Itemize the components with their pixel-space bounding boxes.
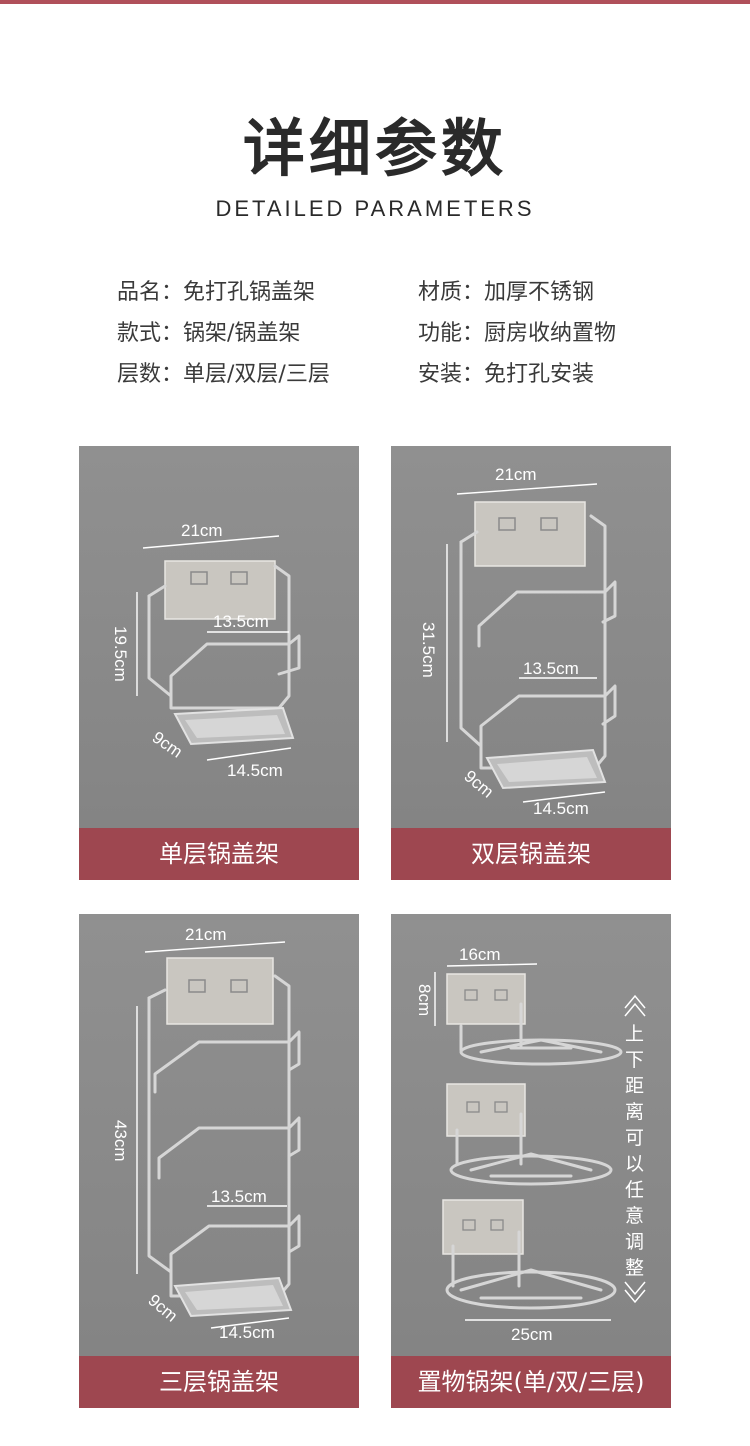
- param-layers: 层数：单层/双层/三层: [117, 362, 330, 387]
- product-card-triple-layer: 21cm 43cm 13.5cm 9cm 14.5cm 三层锅盖架: [79, 914, 359, 1408]
- width-arrow: [456, 483, 598, 495]
- depth-label: 9cm: [460, 767, 497, 802]
- product-card-single-layer: 21cm 19.5cm 13.5cm 9cm 14.5cm 单层锅盖架: [79, 446, 359, 880]
- width-arrow: [446, 963, 538, 967]
- adhesive-plate: [164, 560, 276, 620]
- pot-rack-tier-2: [446, 1083, 613, 1186]
- side-note-char: 意: [625, 1205, 644, 1227]
- tray-width-label: 14.5cm: [227, 761, 283, 780]
- inner-width-label: 13.5cm: [523, 659, 579, 678]
- side-note-char: 调: [625, 1231, 644, 1253]
- rack-wire-frame: [147, 564, 291, 710]
- height-label: 31.5cm: [419, 622, 438, 678]
- product-photo: 21cm 19.5cm 13.5cm 9cm 14.5cm: [79, 446, 359, 828]
- adhesive-plate: [474, 501, 586, 567]
- top-accent-bar: [0, 0, 750, 4]
- card-caption: 单层锅盖架: [79, 828, 359, 880]
- pot-rack-tier-3: [442, 1199, 617, 1310]
- inner-width-label: 13.5cm: [211, 1187, 267, 1206]
- param-style: 款式：锅架/锅盖架: [117, 321, 301, 346]
- card-caption: 双层锅盖架: [391, 828, 671, 880]
- product-photo: 21cm 43cm 13.5cm 9cm 14.5cm: [79, 914, 359, 1356]
- product-photo: 16cm 8cm: [391, 914, 671, 1356]
- param-function: 功能：厨房收纳置物: [418, 321, 617, 346]
- width-arrow: [142, 535, 280, 549]
- chevron-down-icon: [624, 1281, 646, 1304]
- width-label: 21cm: [185, 925, 227, 944]
- width-arrow: [144, 941, 286, 953]
- product-photo: 21cm 31.5cm 13.5cm 9cm 14.5cm: [391, 446, 671, 828]
- params-left-column: 品名：免打孔锅盖架 款式：锅架/锅盖架 层数：单层/双层/三层: [117, 272, 330, 395]
- bottom-width-label: 25cm: [511, 1325, 553, 1344]
- adhesive-plate: [166, 957, 274, 1025]
- inner-width-label: 13.5cm: [213, 612, 269, 631]
- side-note-char: 距: [625, 1075, 644, 1097]
- tray-width-label: 14.5cm: [533, 799, 589, 818]
- width-label: 16cm: [459, 945, 501, 964]
- height-label: 8cm: [415, 984, 434, 1016]
- card-caption: 三层锅盖架: [79, 1356, 359, 1408]
- side-note-char: 离: [625, 1101, 644, 1123]
- side-note-char: 上: [625, 1023, 644, 1045]
- width-label: 21cm: [495, 465, 537, 484]
- chevron-up-icon: [624, 994, 646, 1017]
- depth-label: 9cm: [149, 728, 186, 762]
- product-card-pot-rack: 16cm 8cm: [391, 914, 671, 1408]
- side-note-char: 以: [625, 1153, 644, 1175]
- pot-rack-tier-1: [446, 973, 623, 1066]
- height-label: 43cm: [111, 1120, 130, 1162]
- param-install: 安装：免打孔安装: [418, 362, 595, 387]
- side-note-char: 可: [625, 1127, 644, 1149]
- params-right-column: 材质：加厚不锈钢 功能：厨房收纳置物 安装：免打孔安装: [418, 272, 616, 395]
- width-label: 21cm: [181, 521, 223, 540]
- side-note-char: 整: [625, 1257, 644, 1279]
- param-product-name: 品名：免打孔锅盖架: [117, 280, 316, 305]
- product-card-double-layer: 21cm 31.5cm 13.5cm 9cm 14.5cm 双层锅盖架: [391, 446, 671, 880]
- card-caption: 置物锅架(单/双/三层): [391, 1356, 671, 1408]
- side-note-char: 任: [625, 1179, 644, 1201]
- page-subtitle: DETAILED PARAMETERS: [215, 196, 535, 221]
- tray-width-label: 14.5cm: [219, 1323, 275, 1342]
- height-label: 19.5cm: [111, 626, 130, 682]
- page-title: 详细参数: [242, 112, 507, 185]
- param-material: 材质：加厚不锈钢: [418, 280, 595, 305]
- side-note-char: 下: [625, 1049, 644, 1071]
